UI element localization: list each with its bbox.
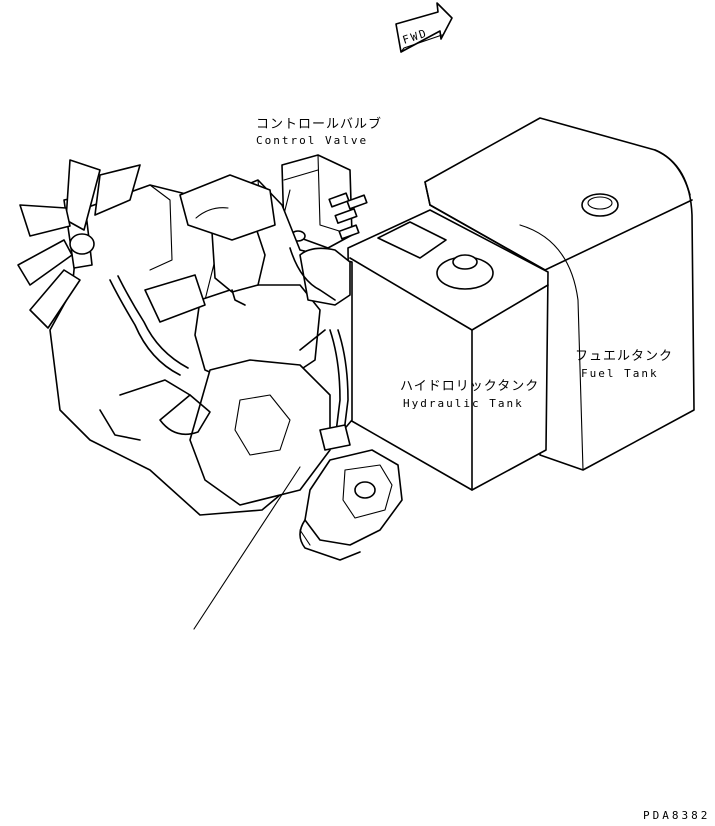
leader-line xyxy=(193,466,301,630)
hydraulic-tank-label-en: Hydraulic Tank xyxy=(403,397,524,410)
hydraulic-tank xyxy=(347,209,549,491)
hydraulic-tank-label-jp: ハイドロリックタンク xyxy=(400,379,539,394)
cooling-fan xyxy=(17,159,141,329)
hydraulic-hoses xyxy=(109,247,351,451)
hydraulic-pump xyxy=(299,449,403,561)
fuel-tank xyxy=(424,117,695,471)
drawing-code: PDA8382 xyxy=(643,809,710,822)
fuel-tank-label-en: Fuel Tank xyxy=(581,367,659,380)
control-valve-label-en: Control Valve xyxy=(256,134,368,147)
control-valve xyxy=(279,154,368,249)
control-valve-label-jp: コントロールバルブ xyxy=(256,116,382,132)
engine xyxy=(49,174,353,516)
fuel-tank-label-jp: フュエルタンク xyxy=(575,349,673,364)
fwd-arrow-icon xyxy=(395,2,453,53)
